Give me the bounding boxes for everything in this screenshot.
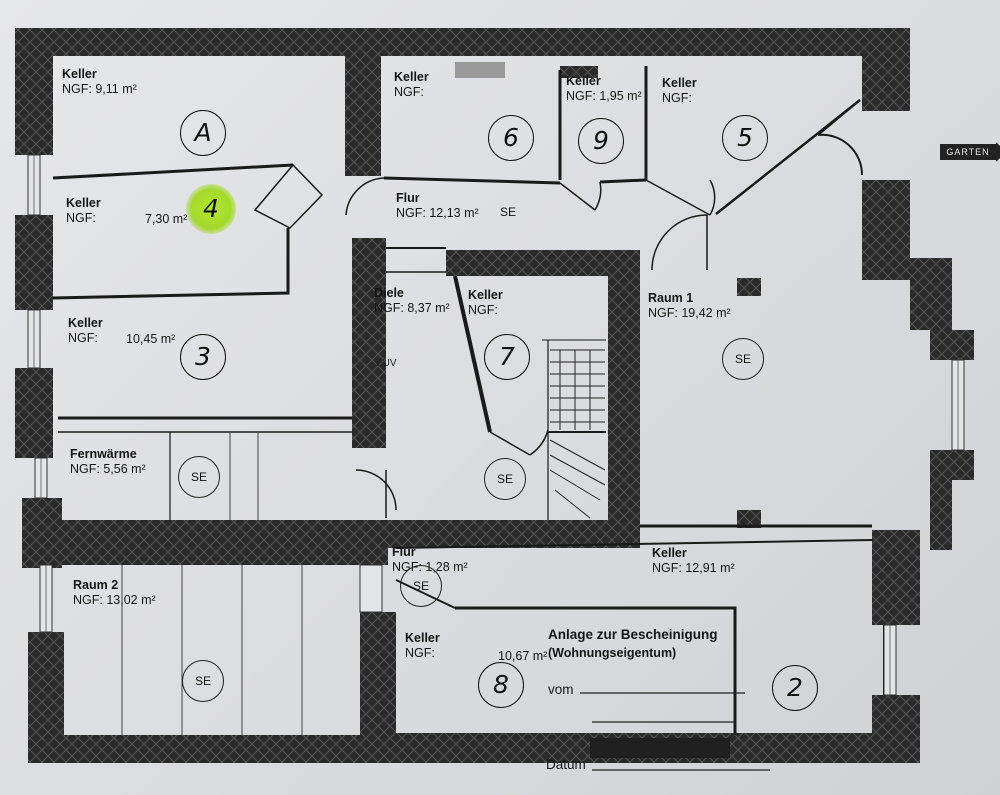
room-number-4-highlighted: 4 xyxy=(186,184,236,234)
raum-2-lines xyxy=(121,432,303,735)
window-mullions xyxy=(33,155,959,695)
staircase xyxy=(549,349,606,519)
room-number-a: A xyxy=(180,110,226,156)
euv-label: EUV xyxy=(376,358,397,369)
se-marker-flur-bottom: SE xyxy=(400,565,442,607)
exterior-walls xyxy=(15,28,974,763)
se-marker-fernwaerme: SE xyxy=(178,456,220,498)
room-area-keller-8: 10,67 m² xyxy=(498,649,548,663)
se-marker-flur-top: SE xyxy=(499,205,516,219)
stamp-lines xyxy=(580,692,770,771)
smudge xyxy=(455,62,505,78)
room-number-2: 2 xyxy=(772,665,818,711)
room-number-8: 8 xyxy=(478,662,524,708)
partition-lines xyxy=(52,66,885,735)
se-marker-keller-7: SE xyxy=(484,458,526,500)
room-number-3: 3 xyxy=(180,334,226,380)
se-marker-raum-1: SE xyxy=(722,338,764,380)
stamp-title: Anlage zur Bescheinigung xyxy=(548,627,718,642)
room-number-7: 7 xyxy=(484,334,530,380)
room-number-5: 5 xyxy=(722,115,768,161)
room-area-keller-4: 7,30 m² xyxy=(145,212,188,226)
stamp-subtitle: (Wohnungseigentum) xyxy=(548,646,677,660)
interior-walls xyxy=(345,56,761,548)
se-marker-raum-2: SE xyxy=(182,660,224,702)
room-number-9: 9 xyxy=(578,118,624,164)
room-area-keller-3: 10,45 m² xyxy=(126,332,176,346)
stamp-vom-label: vom xyxy=(548,682,574,697)
room-number-6: 6 xyxy=(488,115,534,161)
window-openings xyxy=(27,154,965,696)
stamp-redaction xyxy=(590,738,730,758)
garden-arrow-label: GARTEN xyxy=(940,142,1000,162)
stamp-datum-label: Datum xyxy=(546,757,586,772)
